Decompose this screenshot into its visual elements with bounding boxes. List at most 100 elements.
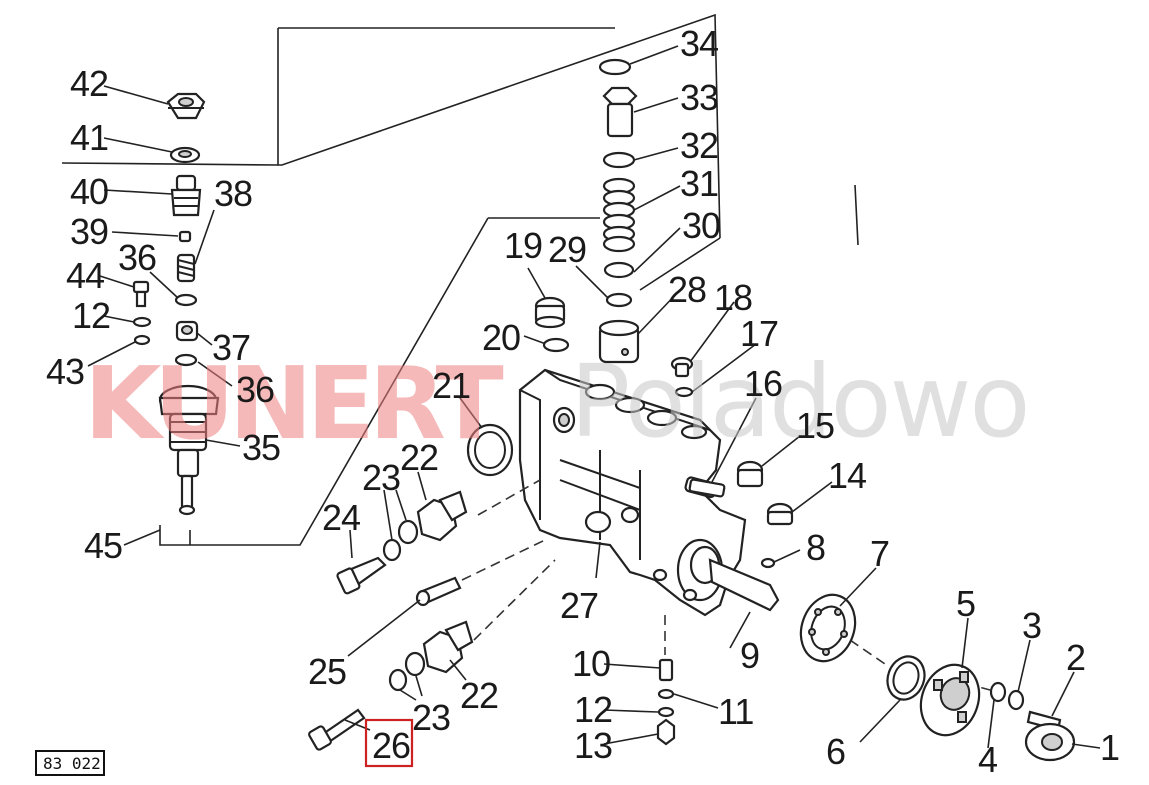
label-36a: 36	[118, 237, 156, 278]
label-31: 31	[680, 163, 718, 204]
banjo-bolt-26	[308, 708, 366, 751]
label-32: 32	[680, 125, 718, 166]
label-25: 25	[308, 651, 346, 692]
label-22b: 22	[460, 675, 498, 716]
label-27: 27	[560, 585, 598, 626]
banjo-bolt-24	[336, 556, 387, 595]
coupling-5	[919, 663, 981, 737]
reference-code-box: 83 022	[35, 750, 105, 776]
label-28: 28	[668, 269, 706, 310]
label-42: 42	[70, 63, 108, 104]
hex-plug-33	[602, 86, 638, 138]
left-leaders	[87, 85, 241, 546]
fitting-22-lower	[422, 620, 474, 674]
spring-31	[602, 177, 636, 253]
top-center-leaders	[523, 45, 681, 345]
tappet-28	[598, 319, 640, 364]
seal-ring-34	[598, 58, 632, 76]
label-3: 3	[1022, 605, 1041, 646]
washer-12-left	[132, 316, 152, 328]
washer-23-upper-b	[397, 519, 419, 545]
label-11: 11	[718, 691, 753, 732]
label-14: 14	[828, 455, 866, 496]
label-13: 13	[574, 725, 612, 766]
snap-ring-21	[466, 423, 514, 477]
label-36b: 36	[236, 369, 274, 410]
part-labels: 42 41 40 38 39 36 44 12 37 43 36 35 45 3…	[46, 23, 1120, 780]
bolt-25	[415, 576, 462, 607]
reference-code: 83 022	[43, 754, 101, 773]
plug-15	[736, 460, 764, 488]
top-center-stack	[598, 58, 640, 364]
highlight-box-26[interactable]	[364, 718, 414, 768]
stud-10	[658, 658, 674, 682]
washer-29	[605, 292, 633, 308]
label-20: 20	[482, 317, 520, 358]
label-44: 44	[66, 255, 104, 296]
label-23b: 23	[412, 697, 450, 738]
right-leaders	[839, 567, 1101, 749]
label-26-highlighted[interactable]: 26	[372, 725, 411, 766]
bearing-7	[799, 593, 857, 663]
label-40: 40	[70, 171, 108, 212]
left-delivery-valve-stack	[132, 92, 220, 516]
label-39: 39	[70, 211, 108, 252]
label-34: 34	[680, 23, 718, 64]
label-45: 45	[84, 525, 122, 566]
washer-36-lower	[174, 353, 198, 367]
label-18: 18	[714, 277, 752, 318]
label-43: 43	[46, 351, 84, 392]
stud-16	[688, 478, 726, 498]
bottom-leaders	[603, 663, 719, 745]
cap-1	[1024, 722, 1076, 762]
nut-13	[656, 718, 676, 746]
plug-19	[534, 296, 566, 329]
label-9: 9	[740, 635, 759, 676]
washer-23-lower-a	[388, 668, 408, 692]
screw-44	[132, 280, 150, 308]
label-21: 21	[432, 365, 470, 406]
spring-seat-30	[603, 261, 635, 279]
watermark: KUNERT Poladowo	[84, 343, 1031, 462]
seal-6	[886, 655, 926, 701]
label-12a: 12	[72, 295, 110, 336]
label-38: 38	[214, 173, 252, 214]
plug-14	[766, 502, 794, 526]
woodruff-key-8	[760, 557, 776, 569]
fitting-22-upper	[416, 490, 468, 542]
label-2: 2	[1066, 637, 1085, 678]
label-37: 37	[212, 327, 250, 368]
spring-38	[176, 253, 196, 283]
label-24: 24	[322, 497, 360, 538]
washer-41	[169, 146, 201, 164]
hex-nut-42	[166, 92, 206, 120]
washer-11	[657, 688, 675, 700]
label-10: 10	[572, 643, 610, 684]
label-23a: 23	[362, 457, 400, 498]
plunger-barrel-35	[158, 384, 220, 516]
washer-23-upper-a	[382, 538, 402, 562]
label-6: 6	[826, 731, 845, 772]
housing-leaders	[459, 301, 833, 649]
label-35: 35	[242, 427, 280, 468]
label-22a: 22	[400, 437, 438, 478]
plug-18	[670, 356, 694, 378]
label-17: 17	[740, 313, 778, 354]
watermark-suffix: Poladowo	[570, 343, 1029, 460]
valve-holder-40	[170, 174, 202, 217]
label-5: 5	[956, 583, 975, 624]
washer-36-upper	[174, 293, 198, 307]
pump-housing	[518, 368, 780, 617]
washer-32	[602, 151, 636, 169]
valve-37	[175, 320, 199, 342]
assembly-outline	[61, 13, 859, 546]
label-7: 7	[870, 533, 889, 574]
label-15: 15	[796, 405, 834, 446]
label-30: 30	[682, 205, 720, 246]
label-4: 4	[978, 739, 997, 780]
washer-12-bottom	[657, 706, 675, 718]
label-33: 33	[680, 77, 718, 118]
label-19: 19	[504, 225, 542, 266]
washer-3	[1007, 689, 1025, 711]
